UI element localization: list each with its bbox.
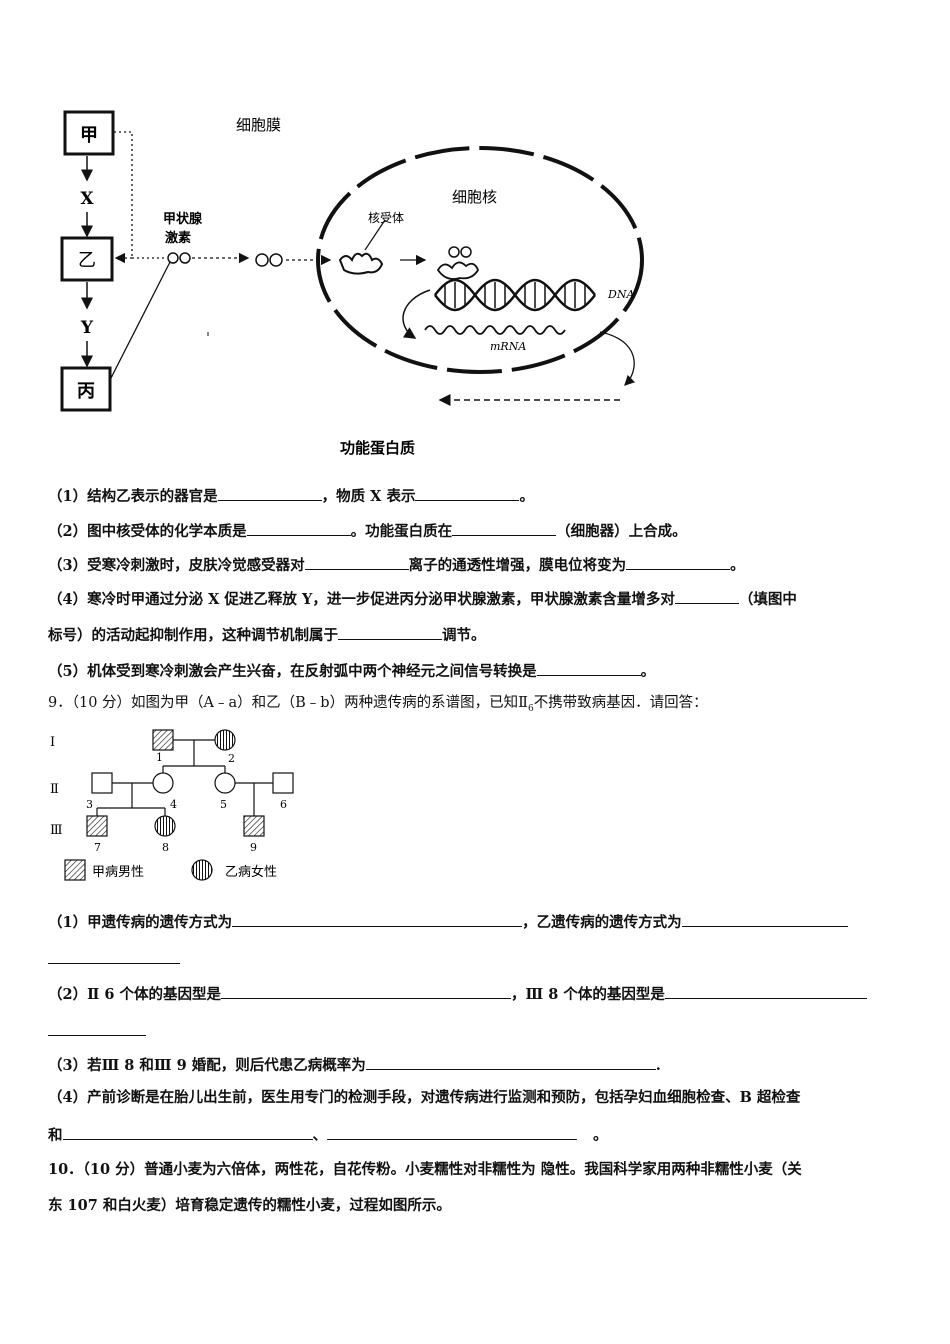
q9-part3: （3）若Ⅲ 8 和Ⅲ 9 婚配，则后代患乙病概率为. [48,1053,661,1077]
q9-p4-blank1[interactable] [62,1123,313,1140]
q8-part5: （5）机体受到寒冷刺激会产生兴奋，在反射弧中两个神经元之间信号转换是。 [48,659,655,683]
svg-text:5: 5 [220,798,227,811]
q8-part4-line1: （4）寒冷时甲通过分泌 X 促进乙释放 Y，进一步促进丙分泌甲状腺激素，甲状腺激… [48,587,797,611]
q8-part2: （2）图中核受体的化学本质是。功能蛋白质在（细胞器）上合成。 [48,519,687,543]
q8-p2-blank1[interactable] [246,519,351,536]
q9-p4-blank2[interactable] [327,1123,577,1140]
q9-p2-blank1[interactable] [221,982,511,999]
box-bing [60,366,112,412]
q10-line2: 东 107 和白火麦）培育稳定遗传的糯性小麦，过程如图所示。 [48,1197,451,1214]
q9-p1-blank1[interactable] [232,910,523,927]
q8-part1: （1）结构乙表示的器官是，物质 X 表示。 [48,484,534,508]
person-8 [154,815,176,837]
mrna-label: mRNA [490,340,526,353]
svg-text:6: 6 [280,798,287,811]
q8-p3-blank1[interactable] [304,553,409,570]
legend-b-label: 乙病女性 [225,864,277,880]
svg-text:9: 9 [250,841,257,854]
receptor-label: 核受体 [368,211,404,225]
q9-p2-blank2[interactable] [664,982,867,999]
svg-text:Ⅲ: Ⅲ [50,823,63,838]
person-2 [214,729,236,751]
hormone-label-2: 激素 [165,230,191,246]
q8-part3: （3）受寒冷刺激时，皮肤冷觉感受器对离子的通透性增强，膜电位将变为。 [48,553,745,577]
label-y: Y [80,318,94,338]
pedigree-svg: Ⅰ Ⅱ Ⅲ 1 2 3 4 5 6 7 8 9 [50,729,294,881]
thyroid-regulation-diagram: 甲 乙 丙 X Y 甲状腺 激素 细胞膜 细胞核 核受体 [40,100,680,470]
box-yi [60,236,114,282]
q8-p5-blank1[interactable] [536,659,641,676]
q9-part4-line2: 和、。 [48,1123,608,1147]
legend-a-symbol [64,859,86,881]
box-bing-label: 丙 [77,381,95,402]
q10-line1: 10．（10 分）普通小麦为六倍体，两性花，自花传粉。小麦糯性对非糯性为 隐性。… [48,1161,802,1178]
label-x: X [80,189,94,209]
q8-p1-blank2[interactable] [415,484,520,501]
person-6 [272,772,294,794]
svg-text:1: 1 [156,751,163,764]
q8-p4-blank1[interactable] [674,587,739,604]
q8-p2-blank2[interactable] [452,519,557,536]
legend-a-label: 甲病男性 [92,865,144,880]
q9-p2-blank2-cont[interactable] [48,1034,146,1036]
q9-header: 9．（10 分）如图为甲（A﹣a）和乙（B﹣b）两种遗传病的系谱图，已知Ⅱ6不携… [48,695,708,714]
person-9 [243,815,265,837]
svg-text:Ⅱ: Ⅱ [50,782,59,797]
box-jia-label: 甲 [80,125,98,146]
q8-p1-blank1[interactable] [217,484,322,501]
dna-label: DNA [607,288,634,301]
person-4 [152,772,174,794]
svg-text:Ⅰ: Ⅰ [50,735,55,750]
svg-text:4: 4 [170,798,177,811]
person-5 [214,772,236,794]
q9-part1: （1）甲遗传病的遗传方式为，乙遗传病的遗传方式为 [48,910,848,934]
functional-protein-label: 功能蛋白质 [340,439,415,457]
svg-text:2: 2 [228,752,235,765]
svg-text:7: 7 [94,841,101,854]
q8-p3-blank2[interactable] [626,553,731,570]
nucleus-envelope [316,146,644,374]
person-1 [152,729,174,751]
legend-b-symbol [191,859,213,881]
svg-text:3: 3 [86,798,93,811]
box-jia [63,110,115,156]
nucleus-label: 细胞核 [452,188,497,206]
q9-p3-blank[interactable] [365,1053,656,1070]
diagram-svg: 甲 乙 丙 X Y 甲状腺 激素 细胞膜 细胞核 核受体 [60,110,644,457]
q8-part4-line2: 标号）的活动起抑制作用，这种调节机制属于调节。 [48,623,486,647]
pedigree-chart: Ⅰ Ⅱ Ⅲ 1 2 3 4 5 6 7 8 9 [45,722,325,887]
q9-part2: （2）Ⅱ 6 个体的基因型是，Ⅲ 8 个体的基因型是 [48,982,867,1006]
person-7 [86,815,108,837]
box-yi-label: 乙 [78,250,96,271]
q8-p4-blank2[interactable] [338,623,442,640]
q9-p1-blank2-cont[interactable] [48,962,180,964]
q9-p1-blank2[interactable] [681,910,848,927]
person-3 [91,772,113,794]
q9-part4-line1: （4）产前诊断是在胎儿出生前，医生用专门的检测手段，对遗传病进行监测和预防，包括… [48,1089,801,1106]
hormone-label-1: 甲状腺 [163,211,203,227]
svg-text:8: 8 [162,841,169,854]
cell-membrane-label: 细胞膜 [236,116,281,134]
